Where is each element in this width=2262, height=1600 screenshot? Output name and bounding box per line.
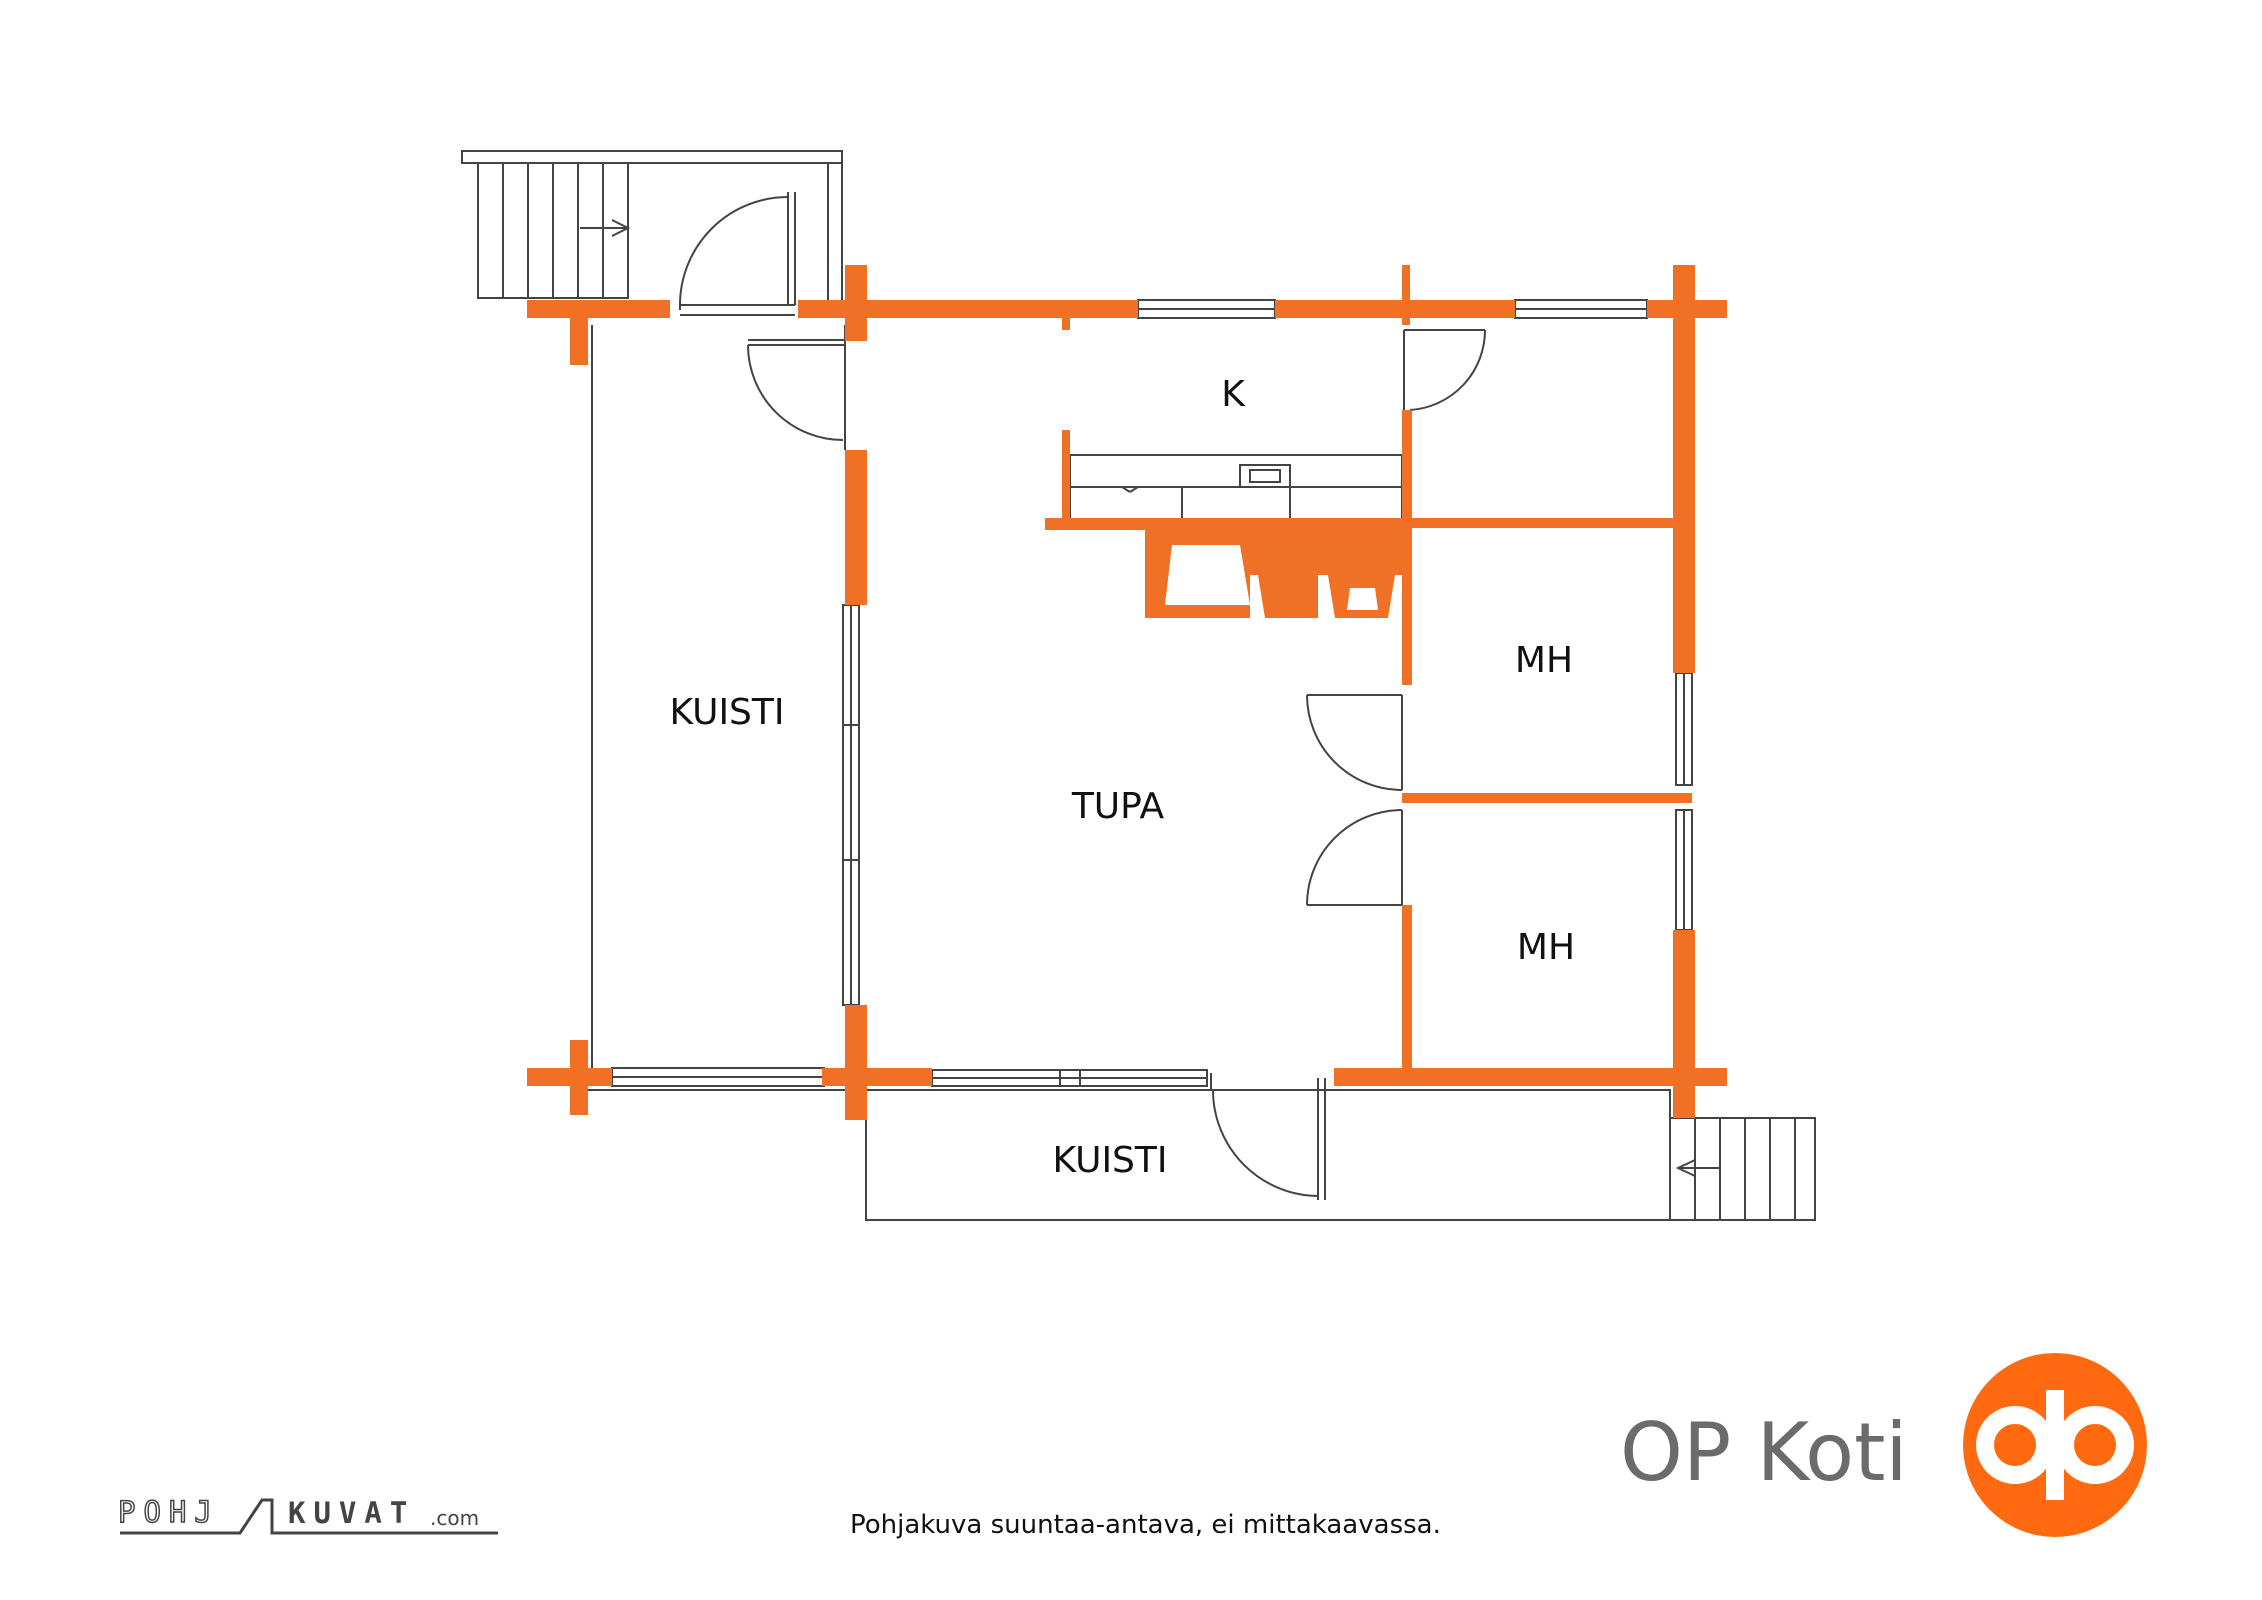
room-label-bedroom-2: MH [1517, 927, 1575, 968]
fireplace-details [1165, 545, 1378, 610]
room-label-bedroom-1: MH [1515, 640, 1573, 681]
room-label-living: TUPA [1071, 786, 1165, 827]
room-label-kitchen: K [1221, 374, 1246, 415]
op-logo-icon [1963, 1353, 2147, 1537]
room-label-porch-south: KUISTI [1052, 1140, 1167, 1181]
room-label-porch-west: KUISTI [669, 692, 784, 733]
pohjakuvat-logo: POHJ KUVAT .com [117, 1494, 498, 1535]
svg-text:POHJ: POHJ [118, 1495, 220, 1529]
svg-text:KUVAT: KUVAT [288, 1496, 415, 1530]
plan-thin-lines [461, 150, 1816, 1221]
disclaimer-note: Pohjakuva suuntaa-antava, ei mittakaavas… [850, 1510, 1441, 1540]
brand-name: OP Koti [1620, 1406, 1908, 1499]
svg-text:.com: .com [430, 1506, 479, 1530]
